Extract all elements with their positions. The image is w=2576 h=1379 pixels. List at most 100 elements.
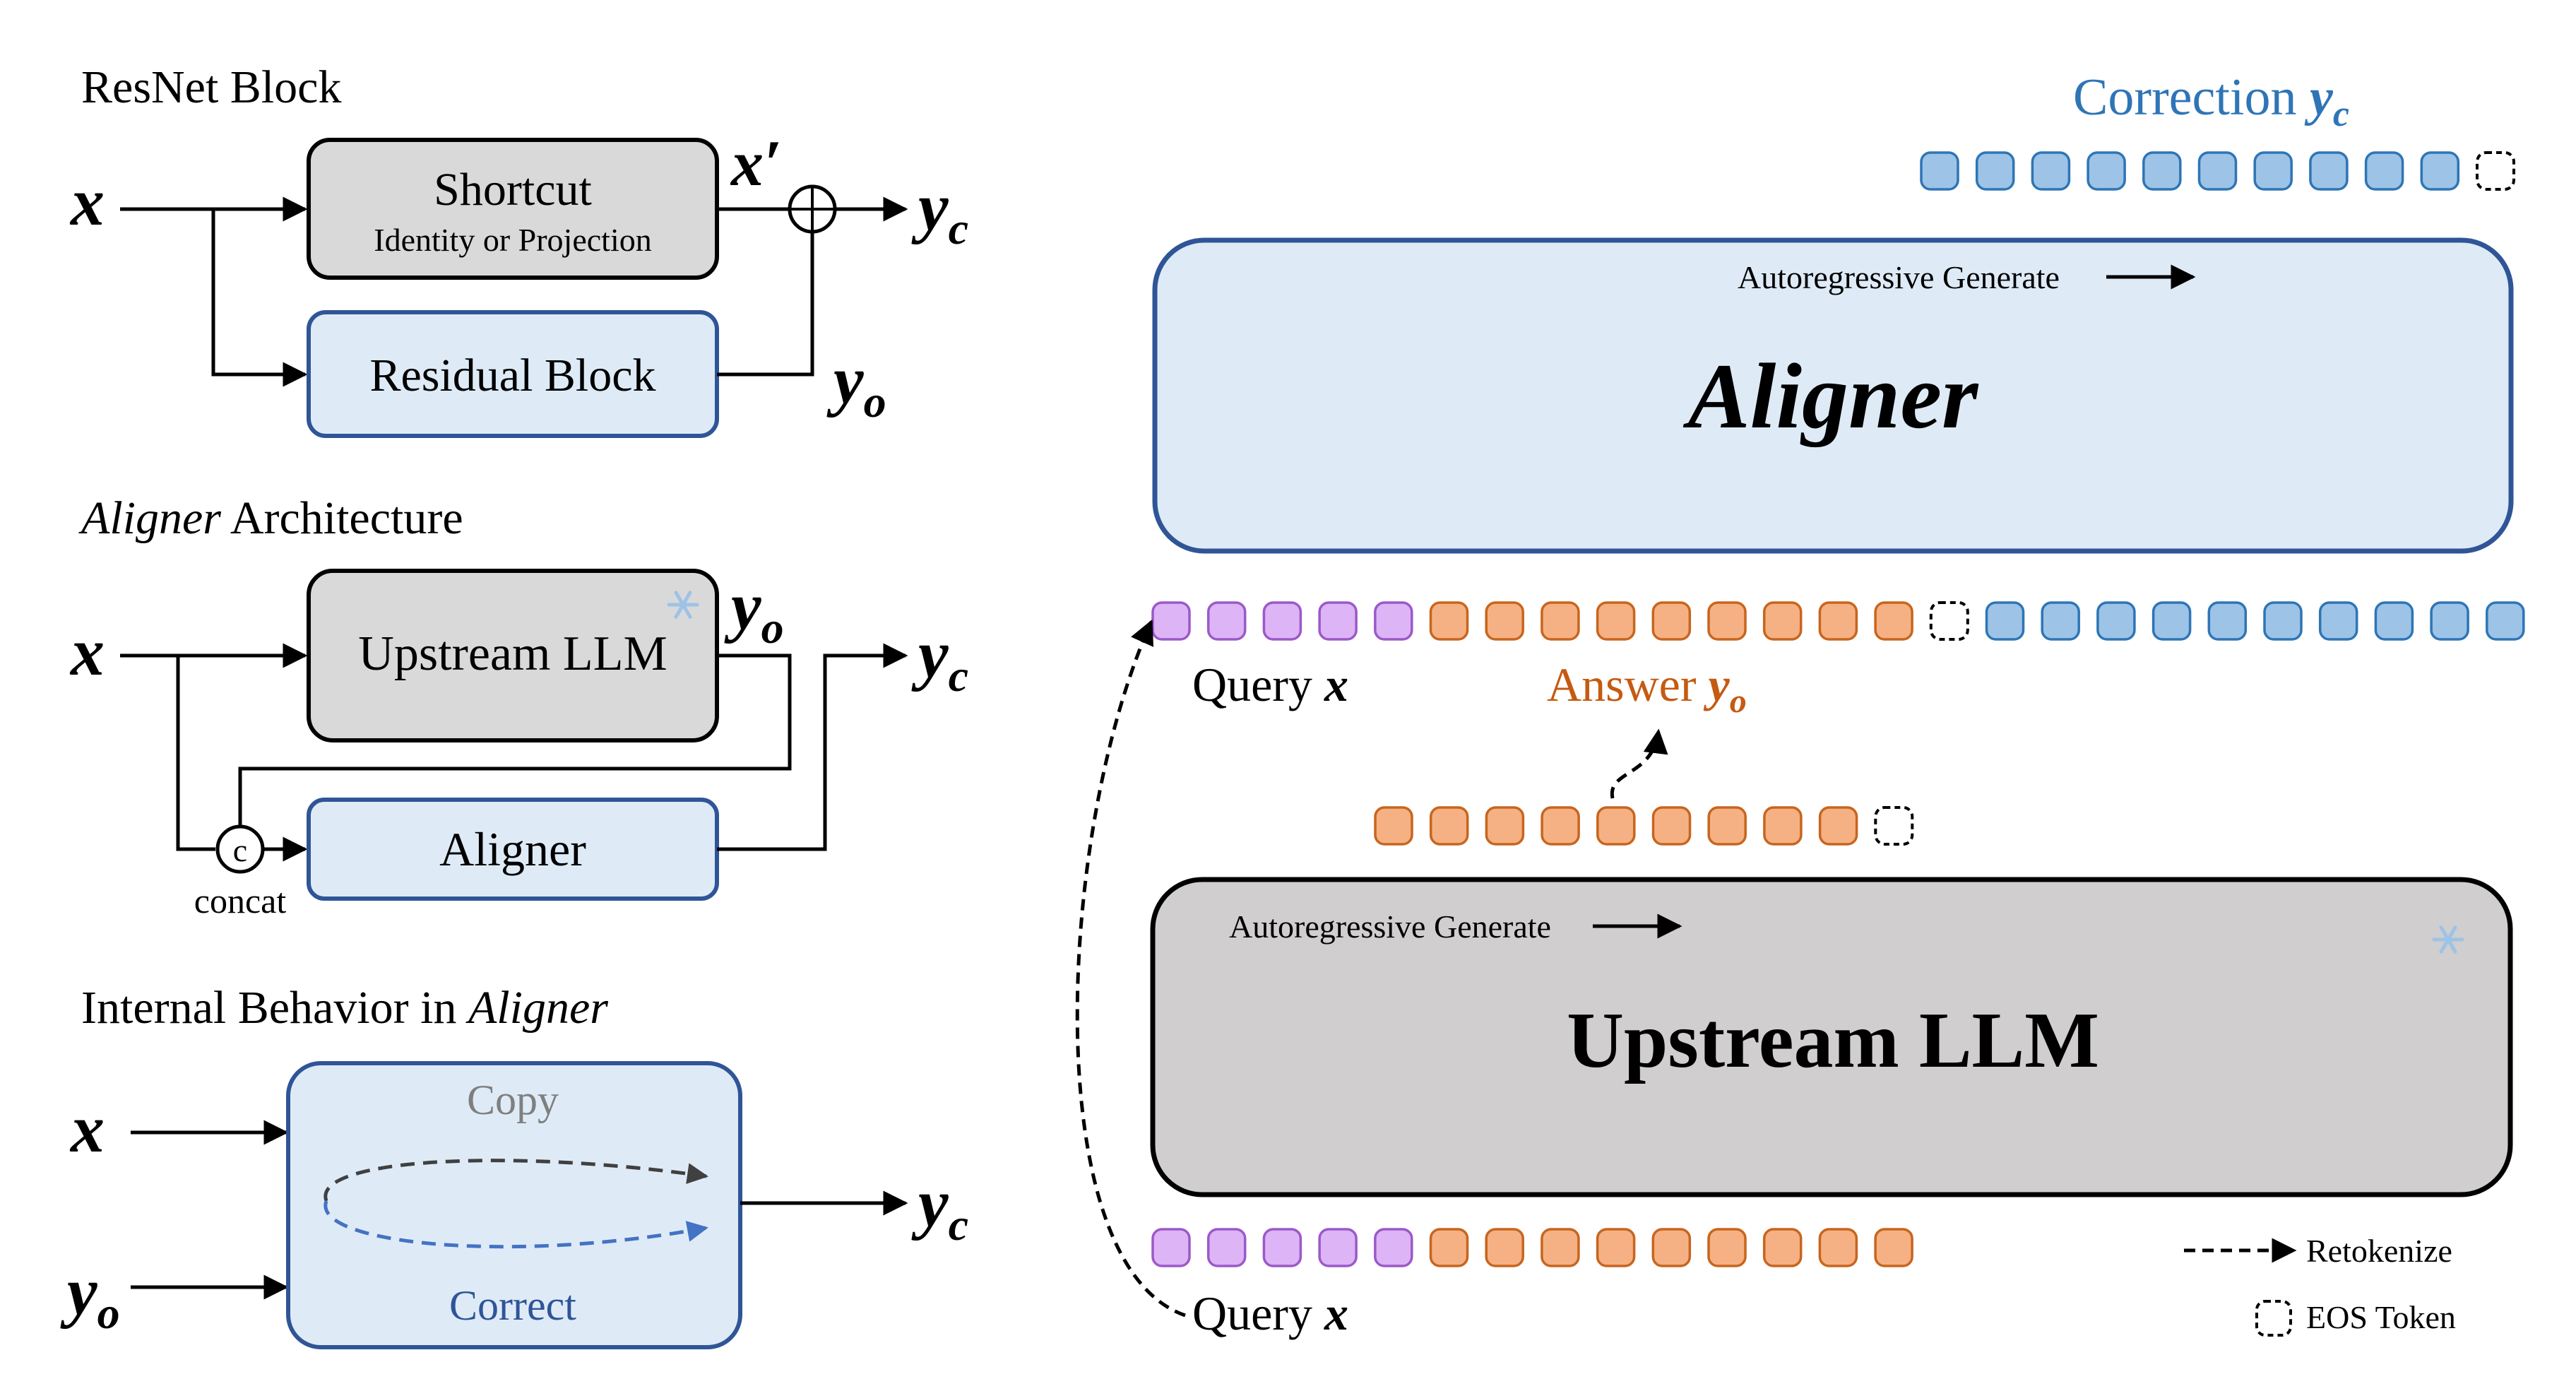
legend-eos-icon (2255, 1300, 2292, 1337)
arch-yc: yc (911, 616, 968, 701)
arch-upstream-label: Upstream LLM (358, 627, 667, 681)
blue-token (2374, 601, 2414, 641)
blue-token (2207, 601, 2248, 641)
orange-token (1485, 1228, 1524, 1267)
architecture-title: Aligner Architecture (78, 492, 463, 544)
blue-token (2142, 151, 2182, 191)
blue-token (2309, 151, 2349, 191)
purple-token (1151, 1228, 1191, 1267)
resnet-x-prime: x′ (730, 127, 782, 199)
blue-token (2364, 151, 2404, 191)
blue-token (2318, 601, 2358, 641)
blue-token (2096, 601, 2136, 641)
query-label: Query x (1192, 658, 1348, 711)
orange-token (1485, 806, 1525, 846)
answer-label: Answer yo (1547, 658, 1747, 720)
upstream-output-token-row (1374, 806, 1914, 846)
orange-token (1651, 806, 1692, 846)
purple-token (1374, 1228, 1413, 1267)
orange-token (1707, 1228, 1747, 1267)
aligner-input-token-row (1151, 601, 2525, 641)
legend-eos: EOS Token (2306, 1299, 2456, 1335)
orange-token (1874, 1228, 1913, 1267)
orange-token (1541, 601, 1580, 641)
shortcut-sublabel: Identity or Projection (374, 222, 651, 258)
purple-token (1206, 601, 1247, 641)
resnet-x: x (69, 164, 105, 239)
purple-token (1151, 601, 1191, 641)
internal-yc: yc (911, 1165, 968, 1250)
internal-section: Internal Behavior in Aligner x yo Copy C… (60, 982, 968, 1349)
legend-retokenize: Retokenize (2306, 1233, 2452, 1269)
upstream-input-token-row (1151, 1228, 1913, 1267)
blue-token (1920, 151, 1959, 191)
purple-token (1262, 601, 1302, 641)
purple-token (1374, 601, 1413, 641)
blue-token (2031, 151, 2071, 191)
orange-token (1429, 601, 1469, 641)
blue-token (2087, 151, 2126, 191)
orange-token (1374, 806, 1413, 846)
orange-token (1762, 601, 1803, 641)
orange-token (1485, 601, 1524, 641)
resnet-title: ResNet Block (81, 61, 341, 113)
arch-x: x (69, 614, 105, 690)
orange-token (1541, 1228, 1580, 1267)
blue-token (2263, 601, 2303, 641)
internal-title: Internal Behavior in Aligner (81, 982, 608, 1034)
orange-token (1651, 1228, 1692, 1267)
arch-yo: yo (724, 568, 784, 653)
resnet-section: ResNet Block x Shortcut Identity or Proj… (69, 61, 968, 438)
orange-token (1818, 1228, 1858, 1267)
correction-token-row (1920, 151, 2515, 191)
internal-x: x (69, 1091, 105, 1166)
orange-token (1707, 806, 1747, 846)
blue-token (2420, 151, 2460, 191)
aligner-title: Aligner (1683, 344, 1979, 448)
resnet-yo: yo (826, 342, 886, 427)
shortcut-label: Shortcut (434, 164, 592, 215)
internal-aligner-box (286, 1061, 742, 1349)
orange-token (1651, 601, 1692, 641)
eos-token (2476, 151, 2515, 191)
blue-token (1985, 601, 2025, 641)
orange-token (1763, 806, 1803, 846)
upstream-caption: Autoregressive Generate (1229, 909, 1551, 945)
copy-label: Copy (467, 1077, 559, 1123)
orange-token (1596, 806, 1636, 846)
blue-token (2151, 601, 2192, 641)
residual-block-label: Residual Block (369, 350, 655, 401)
orange-token (1429, 1228, 1469, 1267)
resnet-yc: yc (911, 169, 968, 254)
query2-label: Query x (1192, 1286, 1348, 1340)
internal-yo: yo (60, 1253, 120, 1338)
orange-token (1818, 601, 1858, 641)
blue-token (2197, 151, 2238, 191)
orange-token (1762, 1228, 1803, 1267)
orange-token (1596, 601, 1636, 641)
correction-label: Correction yc (2073, 69, 2349, 134)
pipeline-section: Correction yc Autoregressive Generate Al… (1075, 69, 2525, 1340)
concat-symbol: c (233, 832, 247, 868)
blue-token (2430, 601, 2469, 641)
purple-token (1318, 601, 1358, 641)
blue-token (2041, 601, 2080, 641)
eos-token (1929, 601, 1969, 641)
orange-token (1874, 601, 1913, 641)
upstream-title: Upstream LLM (1567, 997, 2099, 1084)
purple-token (1262, 1228, 1302, 1267)
aligner-caption: Autoregressive Generate (1738, 259, 2060, 295)
purple-token (1318, 1228, 1358, 1267)
upstream-model-box (1150, 877, 2513, 1197)
orange-token (1818, 806, 1858, 846)
correct-label: Correct (449, 1282, 576, 1329)
blue-token (2486, 601, 2525, 641)
blue-token (1975, 151, 2015, 191)
orange-token (1596, 1228, 1636, 1267)
purple-token (1206, 1228, 1247, 1267)
aligner-model-box (1152, 237, 2514, 554)
orange-token (1707, 601, 1747, 641)
orange-token (1541, 806, 1580, 846)
orange-token (1429, 806, 1469, 846)
